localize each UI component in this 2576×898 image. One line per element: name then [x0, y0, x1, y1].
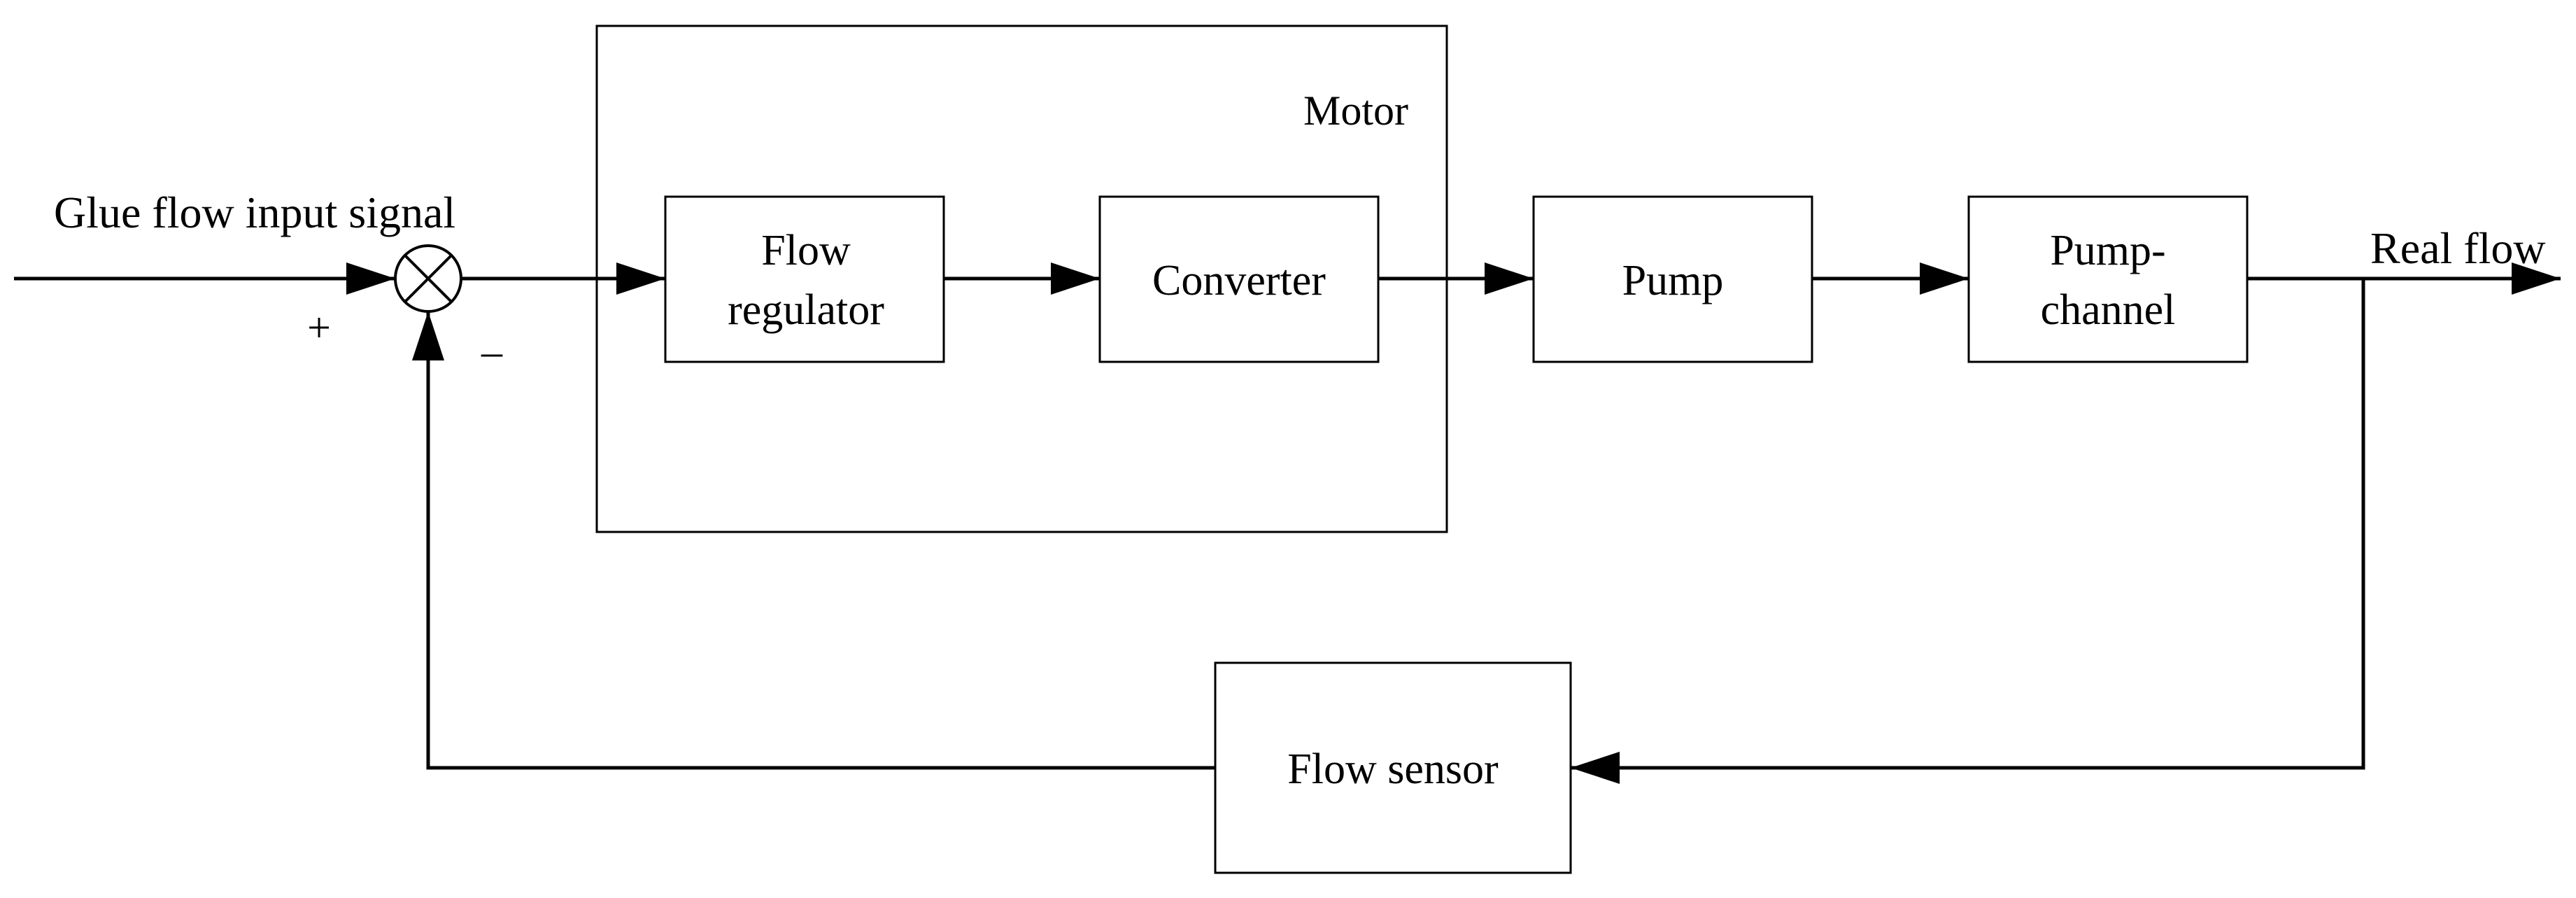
- converter-label: Converter: [1152, 257, 1326, 304]
- pump-label: Pump: [1622, 257, 1724, 304]
- feedback-to-sensor-arrow: [1571, 279, 2365, 784]
- flow-regulator-block: Flow regulator: [664, 195, 945, 363]
- input-signal-label: Glue flow input signal: [54, 188, 455, 237]
- output-label: Real flow: [2370, 223, 2546, 273]
- pump-block: Pump: [1532, 195, 1813, 363]
- flow-regulator-label-line2: regulator: [728, 286, 884, 334]
- plus-sign: +: [307, 304, 331, 351]
- flow-regulator-label-line1: Flow: [761, 227, 851, 274]
- flow-sensor-label: Flow sensor: [1287, 745, 1499, 793]
- sensor-to-junction-arrow: [412, 311, 1215, 770]
- pump-channel-block: Pump- channel: [1967, 195, 2249, 363]
- converter-block: Converter: [1098, 195, 1380, 363]
- flow-sensor-block: Flow sensor: [1214, 661, 1572, 874]
- pump-channel-label-line2: channel: [2041, 286, 2176, 334]
- summing-junction: [394, 244, 462, 313]
- minus-sign: –: [481, 328, 503, 374]
- motor-label: Motor: [1303, 87, 1408, 134]
- pump-channel-label-line1: Pump-: [2050, 227, 2165, 274]
